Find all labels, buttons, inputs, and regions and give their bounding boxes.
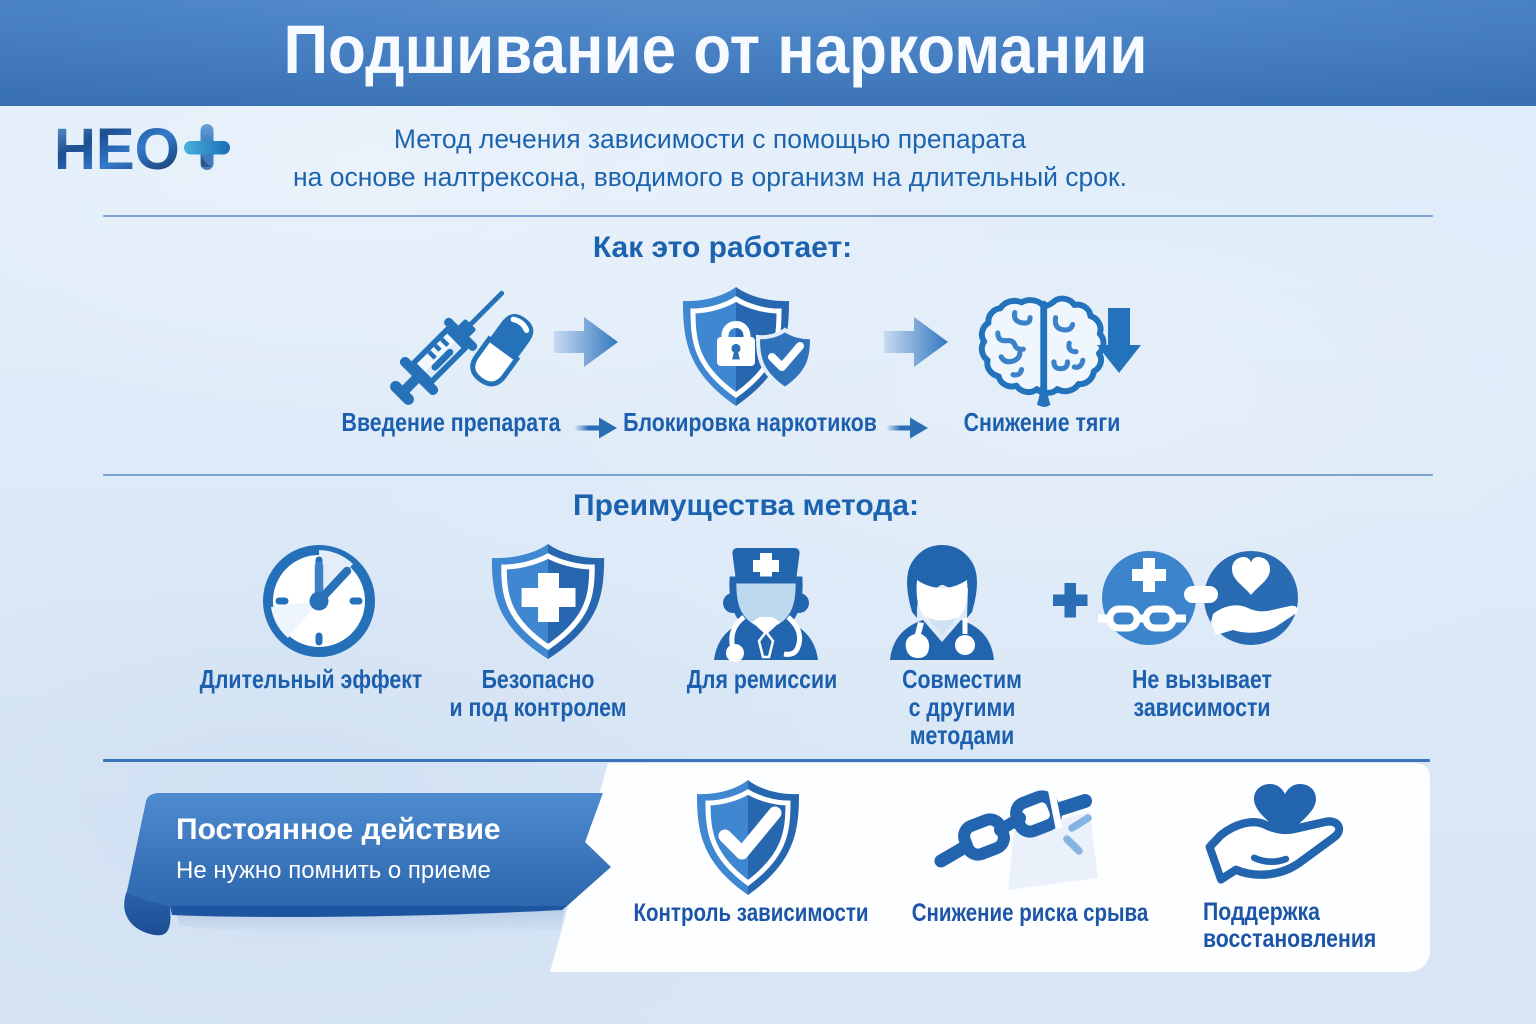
svg-text:НЕО: НЕО	[54, 117, 180, 182]
